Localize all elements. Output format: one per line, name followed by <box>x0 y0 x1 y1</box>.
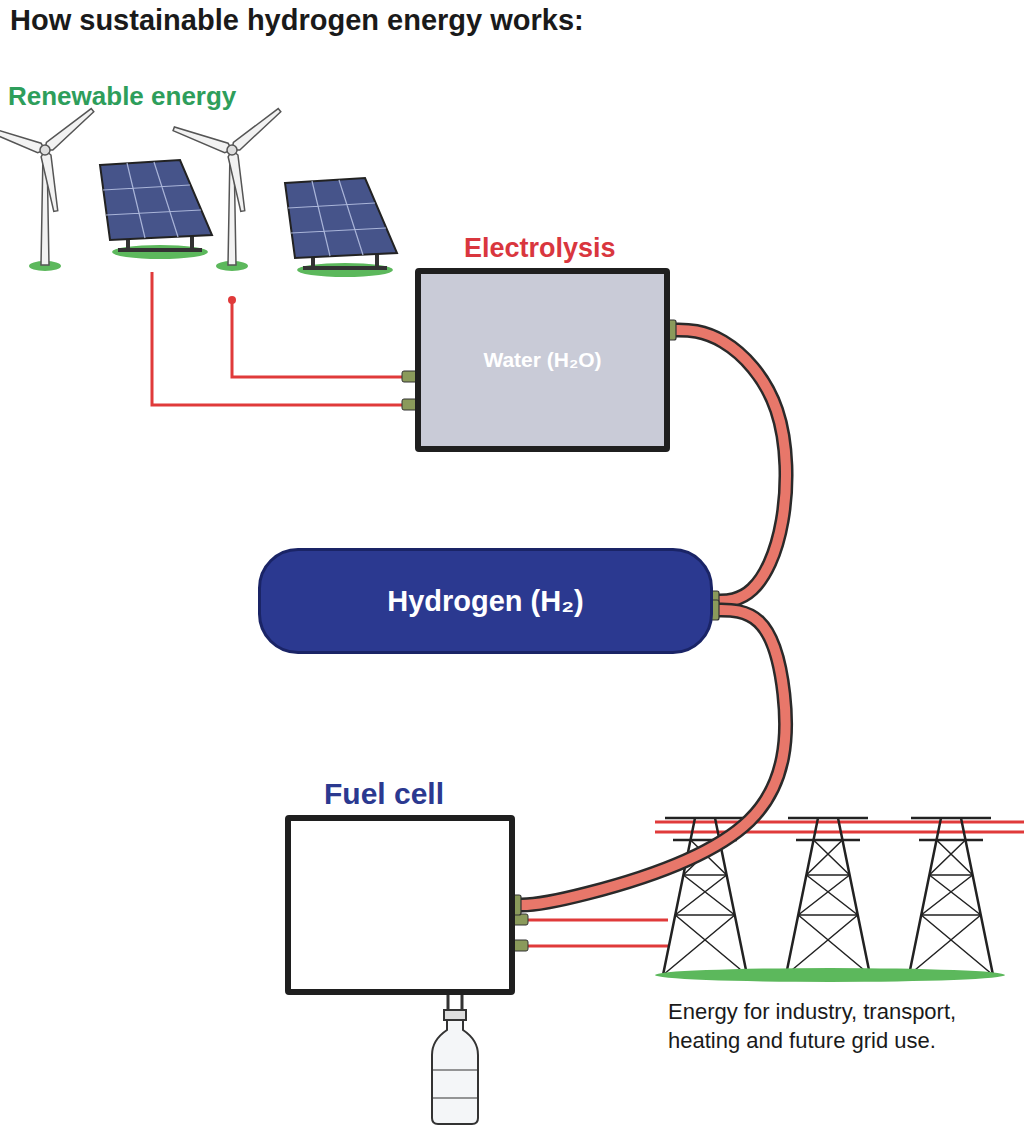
power-wire <box>520 920 668 946</box>
wind-turbine <box>0 106 96 265</box>
wire-end <box>228 296 236 304</box>
box-heading: Electrolysis <box>464 233 616 264</box>
solar-panel <box>285 178 397 268</box>
power-wire <box>152 272 410 405</box>
hose <box>515 610 786 905</box>
box-label: Water (H₂O) <box>483 347 601 372</box>
box-label: Hydrogen (H₂) <box>387 584 584 619</box>
note-text: Energy for industry, transport, heating … <box>668 998 1013 1055</box>
pylon <box>786 818 870 975</box>
hydrogen-tank: Hydrogen (H₂) <box>258 548 713 654</box>
electrolysis-box: ElectrolysisWater (H₂O) <box>415 268 670 452</box>
box-heading: Fuel cell <box>324 777 444 811</box>
section-heading: Renewable energy <box>8 80 236 114</box>
solar-panel <box>100 160 212 250</box>
grass <box>655 968 1005 982</box>
water-bottle <box>432 995 478 1124</box>
pylon <box>909 818 993 975</box>
title: How sustainable hydrogen energy works: <box>10 4 584 37</box>
hose-outline <box>515 610 786 905</box>
fuel-cell-box: Fuel cell <box>285 815 515 995</box>
